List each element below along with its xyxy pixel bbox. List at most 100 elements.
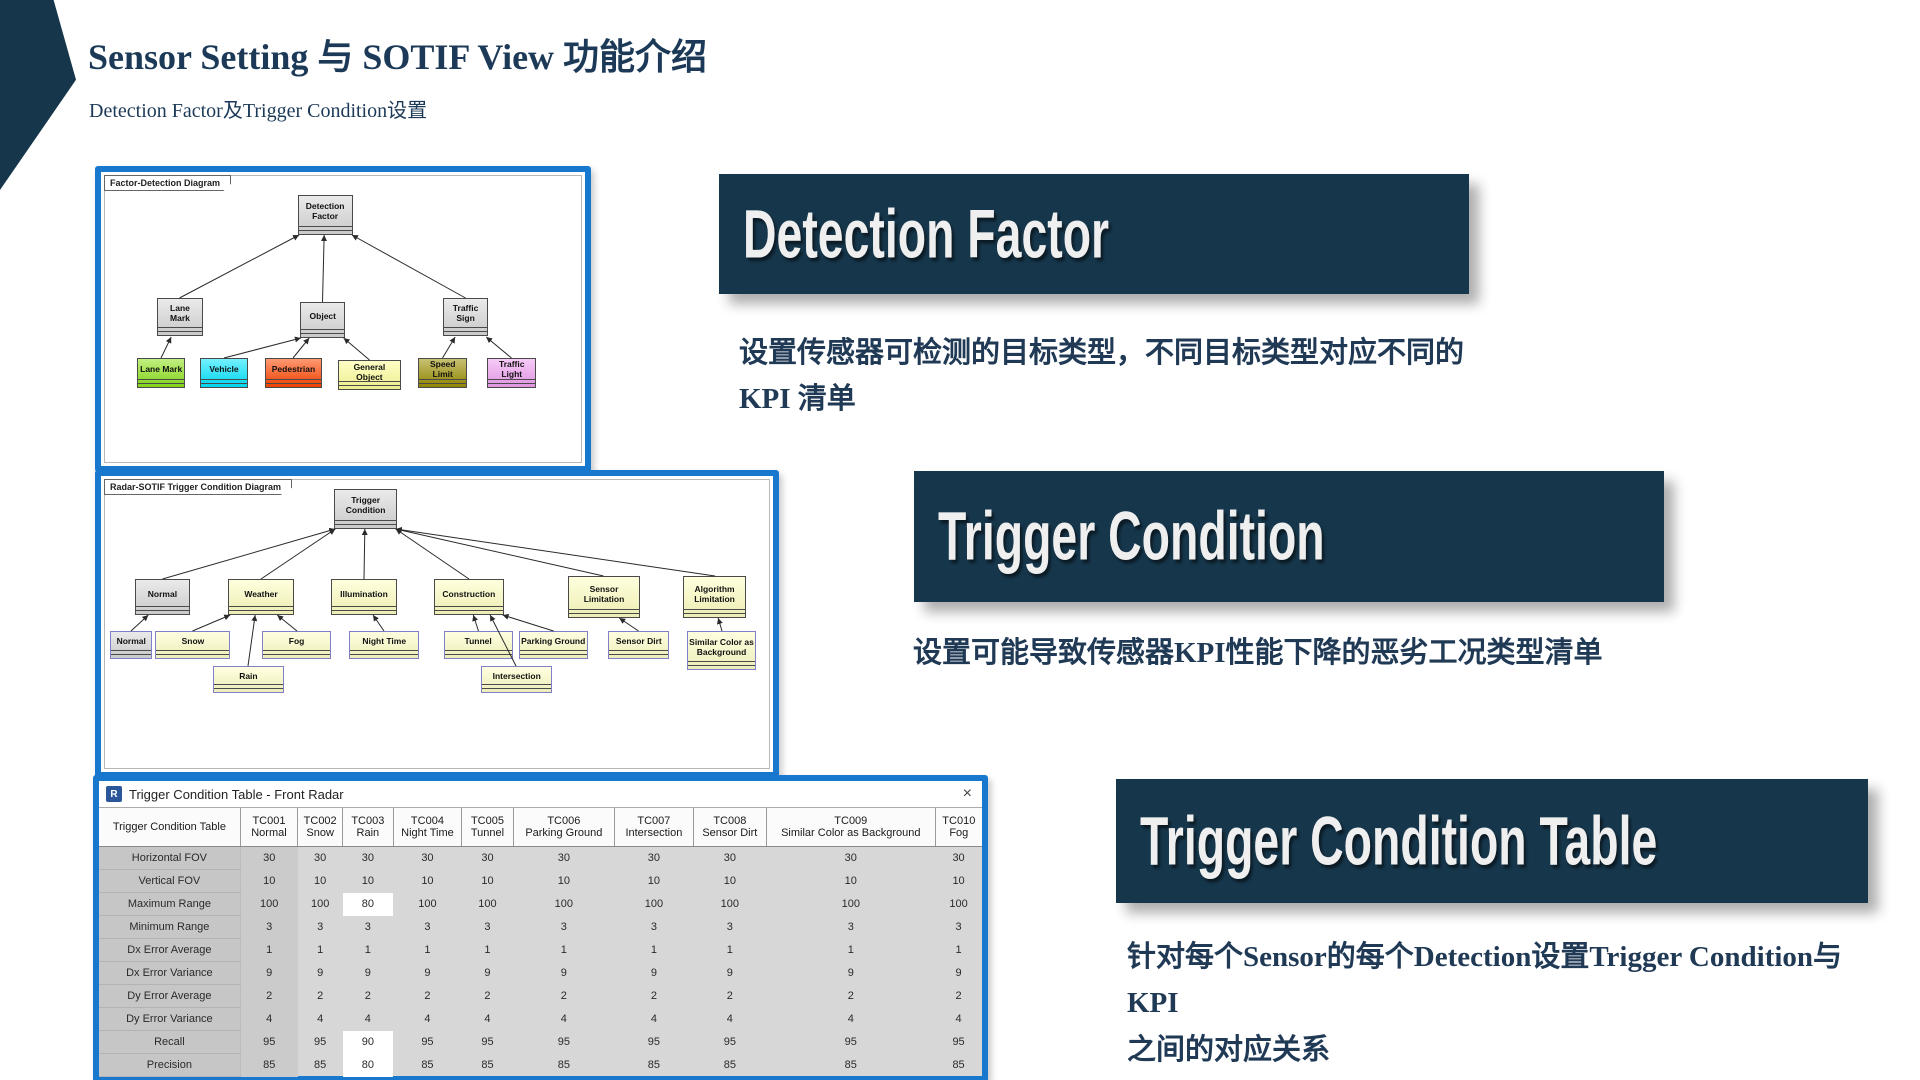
table-cell: 30 bbox=[314, 852, 327, 865]
desc-line: 之间的对应关系 bbox=[1127, 1033, 1331, 1066]
table-cell: 2 bbox=[560, 990, 567, 1002]
table-cell: 85 bbox=[647, 1059, 661, 1071]
diagram-node-parking-ground: Parking Ground bbox=[518, 631, 588, 659]
table-cell: 3 bbox=[560, 921, 567, 933]
table-cell: 100 bbox=[240, 892, 298, 916]
table-cell: 30 bbox=[481, 852, 494, 865]
row-label: Maximum Range bbox=[99, 892, 241, 916]
diagram-node-snow: Snow bbox=[155, 631, 231, 659]
table-cell: 10 bbox=[647, 875, 661, 887]
diagram-node-intersection: Intersection bbox=[481, 665, 552, 694]
table-cell: 100 bbox=[644, 898, 664, 910]
table-cell: 95 bbox=[481, 1036, 494, 1048]
table-cell: 30 bbox=[361, 852, 374, 865]
row-label: Minimum Range bbox=[99, 915, 241, 939]
table-cell: 2 bbox=[364, 990, 371, 1002]
table-cell: 2 bbox=[726, 990, 733, 1002]
detection-factor-diagram-panel: Factor-Detection Diagram Detection Facto… bbox=[95, 166, 591, 472]
desc-trigger-condition-table: 针对每个Sensor的每个Detection设置Trigger Conditio… bbox=[1127, 934, 1887, 1073]
table-cell: 9 bbox=[955, 967, 962, 979]
table-cell: 3 bbox=[650, 921, 657, 933]
table-cell: 9 bbox=[650, 967, 657, 979]
table-cell: 85 bbox=[481, 1059, 494, 1071]
table-cell: 3 bbox=[240, 915, 298, 939]
table-cell: 9 bbox=[484, 967, 491, 979]
table-cell: 10 bbox=[723, 875, 736, 887]
table-cell: 1 bbox=[650, 944, 657, 956]
row-label: Precision bbox=[99, 1053, 241, 1077]
diagram-node-rain: Rain bbox=[213, 665, 284, 694]
table-cell: 9 bbox=[560, 967, 567, 979]
diagram-node-trigger-condition: Trigger Condition bbox=[334, 488, 398, 529]
trigger-condition-diagram-panel: Radar-SOTIF Trigger Condition Diagram Tr… bbox=[95, 470, 779, 778]
diagram-node-traffic-sign: Traffic Sign bbox=[442, 297, 489, 337]
diagram-node-traffic-light: Traffic Light bbox=[487, 357, 537, 388]
table-window-title: Trigger Condition Table - Front Radar bbox=[129, 786, 344, 802]
desc-line: KPI 清单 bbox=[739, 383, 856, 416]
page-title: Sensor Setting 与 SOTIF View 功能介绍 bbox=[88, 37, 708, 77]
table-cell: 4 bbox=[424, 1013, 431, 1025]
table-cell: 1 bbox=[364, 944, 371, 956]
diagram-node-fog: Fog bbox=[261, 631, 332, 659]
row-label: Dx Error Variance bbox=[99, 961, 241, 985]
table-cell: 95 bbox=[240, 1030, 298, 1054]
table-cell: 10 bbox=[421, 875, 434, 887]
corner-accent-shape bbox=[0, 0, 76, 190]
page-subtitle: Detection Factor及Trigger Condition设置 bbox=[89, 100, 428, 122]
table-cell: 10 bbox=[481, 875, 494, 887]
table-cell: 4 bbox=[484, 1013, 491, 1025]
table-cell: 4 bbox=[955, 1013, 962, 1025]
table-cell: 9 bbox=[240, 961, 298, 985]
table-cell: 3 bbox=[364, 921, 371, 933]
table-cell: 85 bbox=[557, 1059, 570, 1071]
table-cell: 2 bbox=[484, 990, 491, 1002]
table-cell: 30 bbox=[647, 852, 661, 865]
table-cell: 100 bbox=[720, 898, 739, 910]
diagram-node-tunnel: Tunnel bbox=[443, 631, 513, 659]
table-cell: 85 bbox=[952, 1059, 965, 1071]
table-cell: 95 bbox=[844, 1036, 857, 1048]
table-cell: 1 bbox=[317, 944, 324, 956]
close-icon[interactable]: × bbox=[962, 785, 972, 802]
column-header-label: Trigger Condition Table bbox=[99, 808, 241, 847]
trigger_diagram-edges bbox=[130, 526, 723, 667]
table-cell: 100 bbox=[554, 898, 574, 910]
table-cell: 10 bbox=[240, 869, 298, 893]
table-cell: 90 bbox=[342, 1030, 394, 1054]
table-cell: 80 bbox=[342, 1053, 394, 1077]
table-cell: 4 bbox=[317, 1013, 324, 1025]
table-cell: 2 bbox=[847, 990, 854, 1002]
table-cell: 4 bbox=[364, 1013, 371, 1025]
table-cell: 1 bbox=[484, 944, 491, 956]
table-window-titlebar: R Trigger Condition Table - Front Radar … bbox=[99, 781, 982, 808]
diagram-node-similar-color: Similar Color as Background bbox=[686, 631, 757, 671]
table-cell: 9 bbox=[317, 967, 324, 979]
diagram-node-algorithm-limitation: Algorithm Limitation bbox=[682, 576, 747, 619]
table-cell: 2 bbox=[240, 984, 298, 1008]
banner-detection-factor: Detection Factor bbox=[719, 174, 1469, 294]
table-cell: 30 bbox=[557, 852, 570, 865]
table-cell: 10 bbox=[361, 875, 374, 887]
banner-label: Trigger Condition Table bbox=[1140, 802, 1658, 880]
table-cell: 30 bbox=[723, 852, 736, 865]
table-cell: 2 bbox=[317, 990, 324, 1002]
diagram-node-lane-mark-cat: Lane Mark bbox=[157, 297, 203, 337]
table-cell: 10 bbox=[314, 875, 327, 887]
trigger-condition-diagram-canvas: Radar-SOTIF Trigger Condition Diagram Tr… bbox=[104, 479, 770, 769]
table-cell: 3 bbox=[847, 921, 854, 933]
diagram-node-normal: Normal bbox=[110, 631, 153, 659]
table-cell: 85 bbox=[240, 1053, 298, 1077]
table-cell: 4 bbox=[560, 1013, 567, 1025]
